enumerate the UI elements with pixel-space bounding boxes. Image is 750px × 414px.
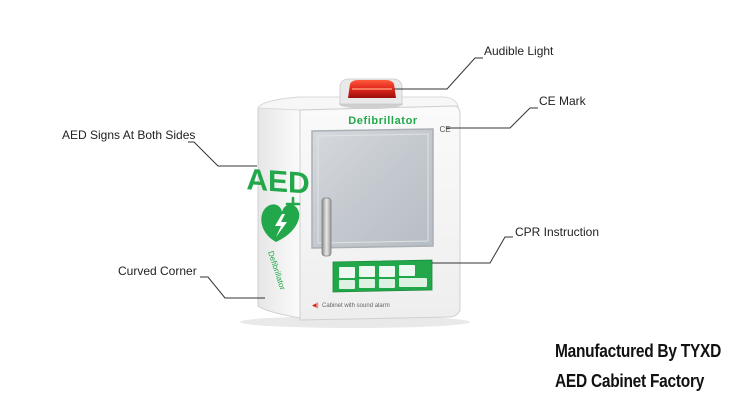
footer-manufacturer: Manufactured By TYXD xyxy=(555,341,722,361)
callout-audible-light: Audible Light xyxy=(484,44,554,58)
alarm-light xyxy=(339,78,403,109)
callout-aed-signs: AED Signs At Both Sides xyxy=(62,128,196,142)
cpr-pictograms xyxy=(339,265,427,289)
callout-curved-corner: Curved Corner xyxy=(118,264,197,278)
sound-alarm-icon: ◀) xyxy=(312,303,319,309)
leader-aed-signs xyxy=(188,141,257,167)
side-aed-logo: AED xyxy=(246,163,309,200)
bottom-strip-text: Cabinet with sound alarm xyxy=(322,303,390,309)
leader-audible-light xyxy=(394,57,483,90)
callout-ce-mark: CE Mark xyxy=(539,94,586,108)
leader-lines xyxy=(188,57,538,299)
ce-symbol: CE xyxy=(439,125,450,134)
footer-factory: AED Cabinet Factory xyxy=(555,371,705,391)
cabinet-shadow xyxy=(240,316,470,328)
glass-window xyxy=(311,128,434,249)
heart-bolt-icon xyxy=(261,196,301,242)
glass-window-inner-frame xyxy=(317,133,429,244)
leader-cpr-instruction xyxy=(432,236,513,264)
leader-ce-mark xyxy=(446,107,538,129)
callout-cpr-instruction: CPR Instruction xyxy=(515,225,600,239)
leader-curved-corner xyxy=(200,276,265,299)
defibrillator-top-label: Defibrillator xyxy=(348,115,418,127)
door-handle xyxy=(321,197,332,257)
